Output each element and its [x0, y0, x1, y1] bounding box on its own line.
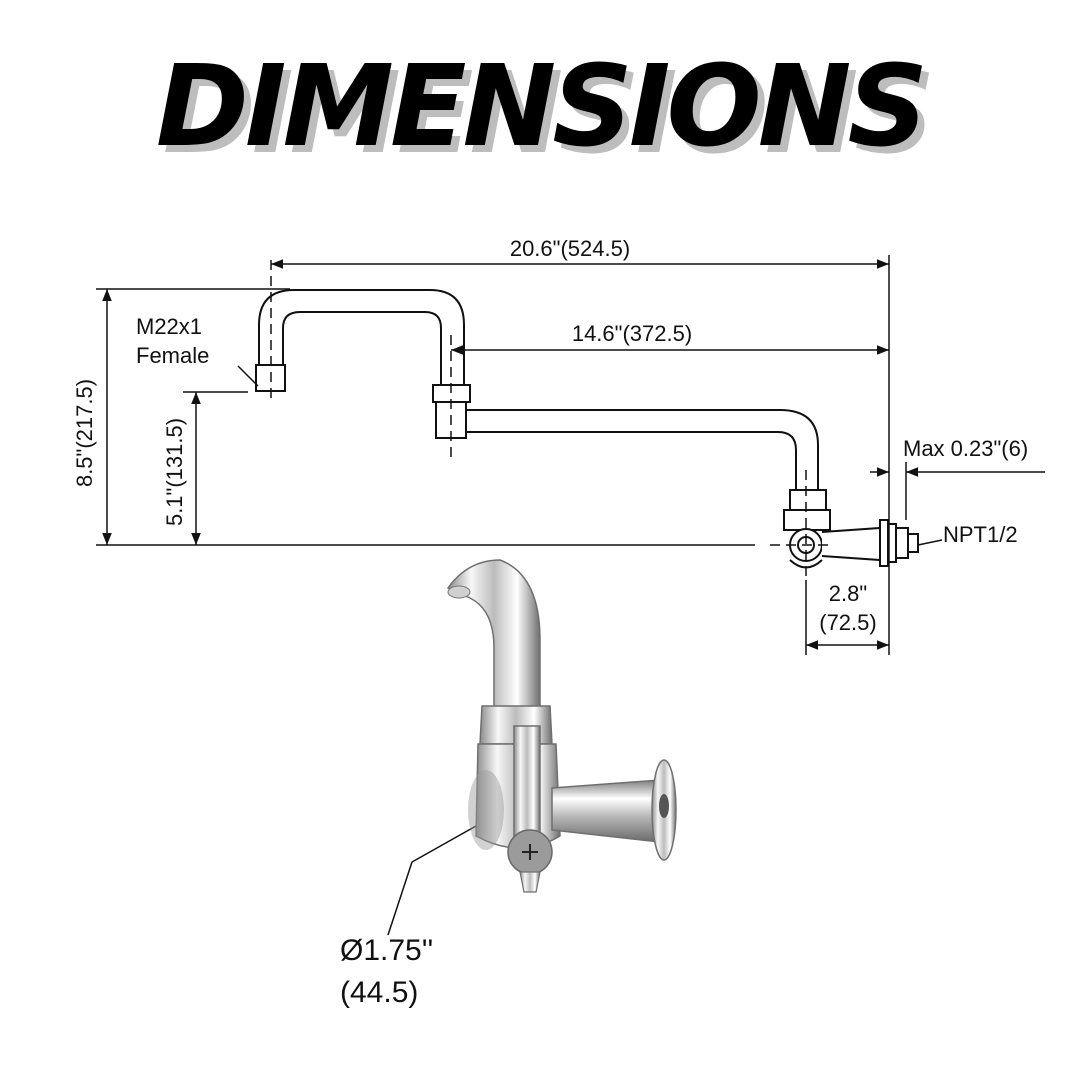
max-wall-label: Max 0.23"(6)	[903, 436, 1028, 461]
faucet-outline-drawing	[255, 289, 919, 569]
depth-label-line2: (72.5)	[819, 610, 876, 635]
dimension-lines	[96, 255, 1045, 936]
page-title: DIMENSIONS	[155, 42, 928, 172]
inlet-thread-label: NPT1/2	[943, 522, 1018, 547]
thread-label-line1: M22x1	[136, 314, 202, 339]
overall-length-label: 20.6"(524.5)	[510, 236, 630, 261]
valve-product-image	[446, 559, 677, 893]
overall-height-label: 8.5"(217.5)	[72, 379, 97, 487]
center-lines	[270, 260, 830, 580]
diameter-label-line2: (44.5)	[340, 976, 418, 1009]
spout-length-label: 14.6"(372.5)	[572, 321, 692, 346]
outlet-height-label: 5.1"(131.5)	[162, 418, 187, 526]
depth-label-line1: 2.8"	[829, 581, 867, 606]
diameter-label-line1: Ø1.75''	[340, 934, 433, 967]
thread-label-line2: Female	[136, 343, 209, 368]
